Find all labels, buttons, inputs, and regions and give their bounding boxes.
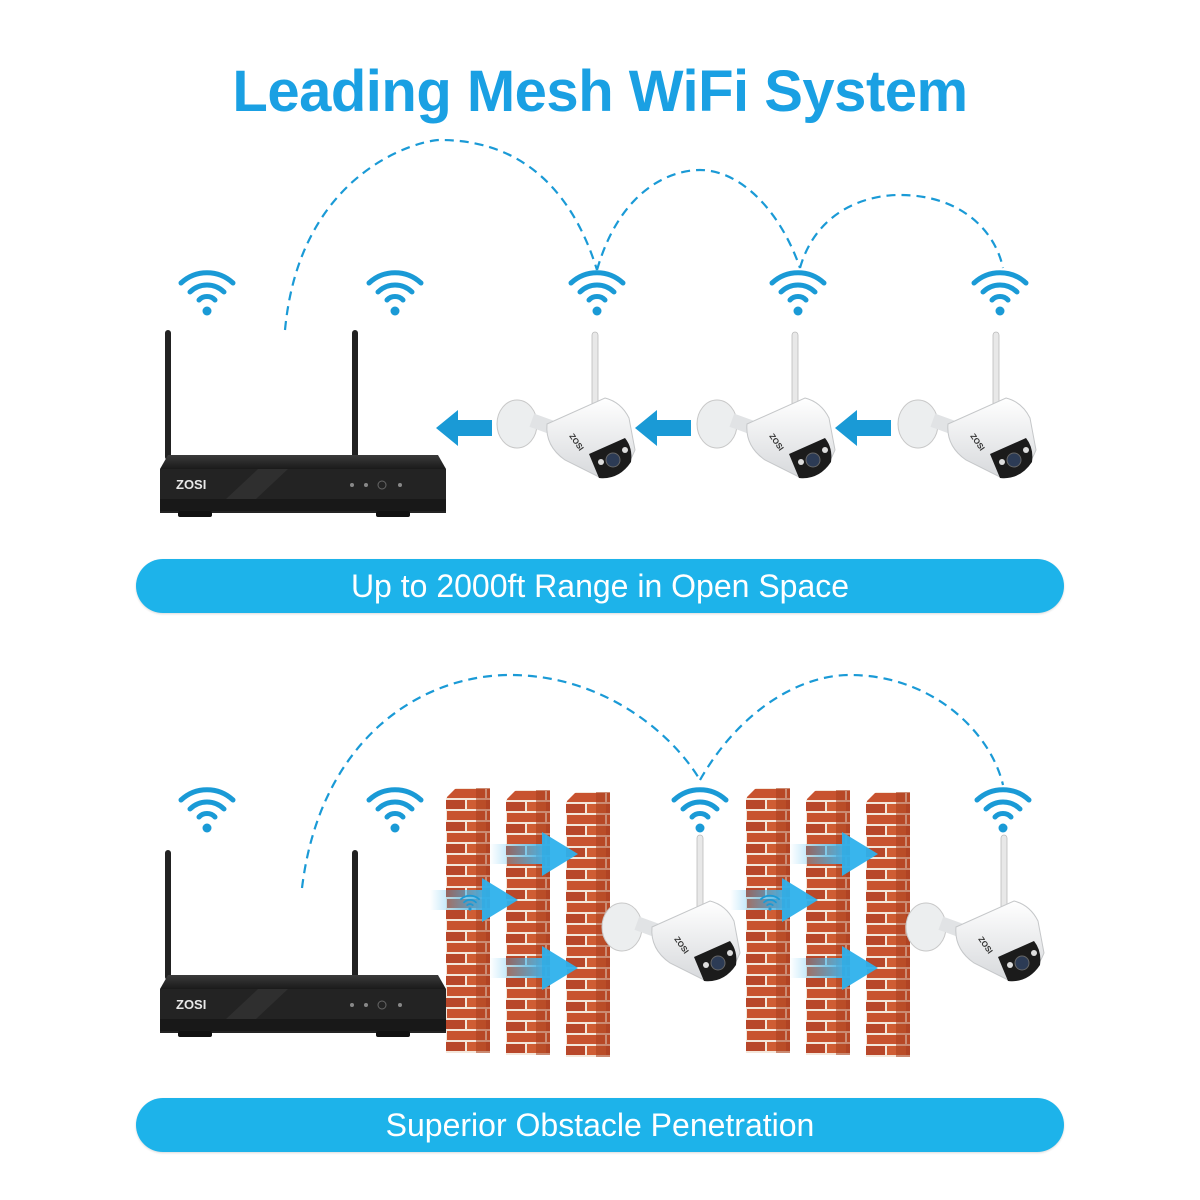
arrow-left-icon: [436, 410, 492, 446]
wifi-signal-icon: [974, 273, 1026, 316]
page-title: Leading Mesh WiFi System: [232, 59, 968, 124]
caption-banner-range: Up to 2000ft Range in Open Space: [136, 559, 1064, 613]
section-open-space: [159, 138, 1037, 518]
camera-3: [897, 331, 1037, 479]
camera-2: [696, 331, 836, 479]
nvr-recorder: [159, 329, 447, 518]
camera-2: [905, 834, 1045, 982]
camera-1: [601, 834, 741, 982]
mesh-arc-cam2-cam3: [798, 193, 1005, 269]
section-obstacles: [159, 673, 1045, 1057]
mesh-arc-nvr-cam1: [283, 138, 599, 331]
mesh-arc-cam1-cam2: [699, 673, 1005, 786]
wifi-signal-icon: [977, 790, 1029, 833]
arrow-left-icon: [635, 410, 691, 446]
mesh-arc-nvr-cam1: [300, 673, 701, 889]
brick-walls-1: [430, 788, 610, 1057]
wifi-signal-icon: [674, 790, 726, 833]
mesh-link-arcs: [300, 673, 1005, 889]
brick-walls-2: [730, 788, 910, 1057]
mesh-link-arcs: [283, 138, 1005, 331]
nvr-recorder: [159, 849, 447, 1038]
mesh-arc-cam1-cam2: [595, 168, 802, 271]
wifi-signal-icon: [571, 273, 623, 316]
caption-banner-penetration: Superior Obstacle Penetration: [136, 1098, 1064, 1152]
wifi-signal-icon: [772, 273, 824, 316]
wifi-signal-icon: [181, 790, 233, 833]
wifi-signal-icon: [369, 273, 421, 316]
wifi-signal-icon: [369, 790, 421, 833]
camera-1: [496, 331, 636, 479]
arrow-left-icon: [835, 410, 891, 446]
wifi-signal-icon: [181, 273, 233, 316]
